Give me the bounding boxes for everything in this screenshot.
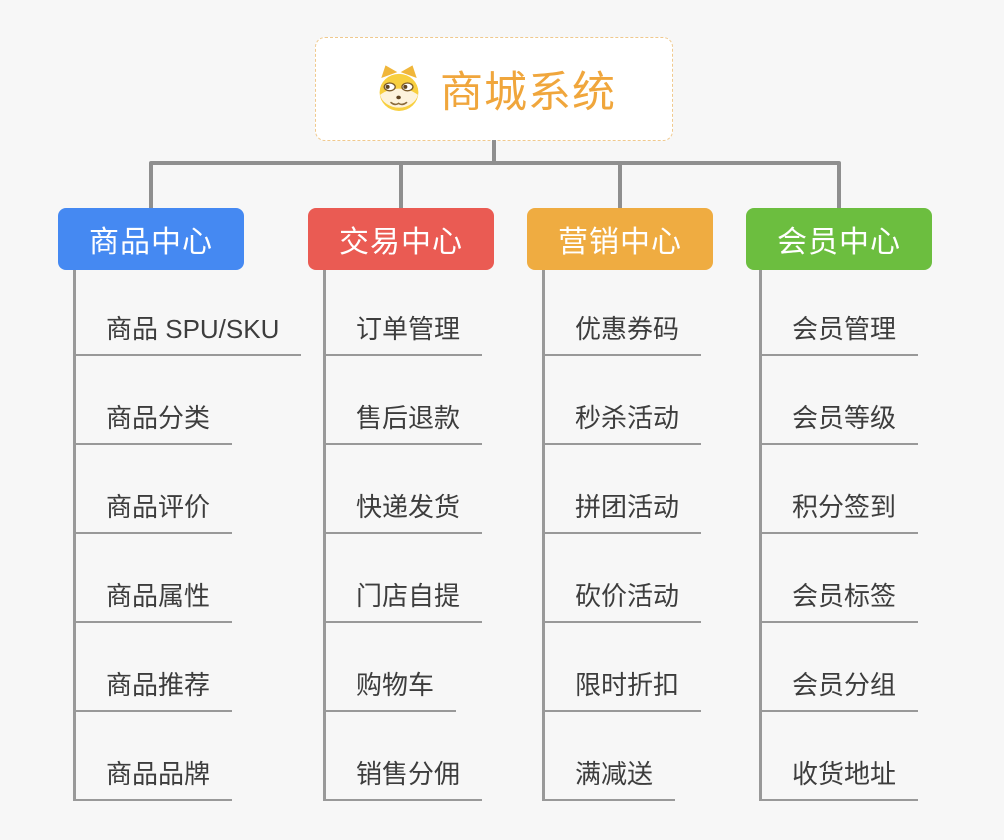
connector-rail <box>149 161 841 165</box>
connector-trunk <box>492 140 496 164</box>
child-node[interactable]: 商品品牌 <box>73 757 233 801</box>
child-node[interactable]: 秒杀活动 <box>542 401 702 445</box>
child-node[interactable]: 积分签到 <box>759 490 919 534</box>
child-connector-line <box>759 270 762 801</box>
branch-node-member-center[interactable]: 会员中心 <box>746 208 932 270</box>
child-node[interactable]: 商品推荐 <box>73 668 233 712</box>
branch-label: 交易中心 <box>339 226 463 259</box>
child-node[interactable]: 拼团活动 <box>542 490 702 534</box>
branch-label: 营销中心 <box>558 226 682 259</box>
child-connector-line <box>73 270 76 801</box>
child-node[interactable]: 砍价活动 <box>542 579 702 623</box>
doge-icon <box>372 62 426 116</box>
root-title: 商城系统 <box>440 69 616 117</box>
child-node[interactable]: 会员等级 <box>759 401 919 445</box>
child-node[interactable]: 商品 SPU/SKU <box>73 312 302 356</box>
child-node[interactable]: 售后退款 <box>323 401 483 445</box>
child-node[interactable]: 优惠券码 <box>542 312 702 356</box>
child-connector-line <box>542 270 545 801</box>
child-node[interactable]: 门店自提 <box>323 579 483 623</box>
child-node[interactable]: 快递发货 <box>323 490 483 534</box>
child-node[interactable]: 会员管理 <box>759 312 919 356</box>
connector-drop <box>399 163 403 209</box>
branch-label: 商品中心 <box>89 226 213 259</box>
branch-label: 会员中心 <box>777 226 901 259</box>
child-node[interactable]: 商品评价 <box>73 490 233 534</box>
child-node[interactable]: 购物车 <box>323 668 457 712</box>
child-node[interactable]: 收货地址 <box>759 757 919 801</box>
child-connector-line <box>323 270 326 801</box>
child-node[interactable]: 限时折扣 <box>542 668 702 712</box>
branch-node-trade-center[interactable]: 交易中心 <box>308 208 494 270</box>
child-node[interactable]: 满减送 <box>542 757 676 801</box>
child-node[interactable]: 会员标签 <box>759 579 919 623</box>
connector-drop <box>618 163 622 209</box>
branch-node-product-center[interactable]: 商品中心 <box>58 208 244 270</box>
child-node[interactable]: 销售分佣 <box>323 757 483 801</box>
child-node[interactable]: 商品分类 <box>73 401 233 445</box>
connector-drop <box>837 163 841 209</box>
root-node[interactable]: 商城系统 <box>315 37 673 141</box>
branch-node-marketing-center[interactable]: 营销中心 <box>527 208 713 270</box>
child-node[interactable]: 订单管理 <box>323 312 483 356</box>
connector-drop <box>149 163 153 209</box>
child-node[interactable]: 会员分组 <box>759 668 919 712</box>
child-node[interactable]: 商品属性 <box>73 579 233 623</box>
